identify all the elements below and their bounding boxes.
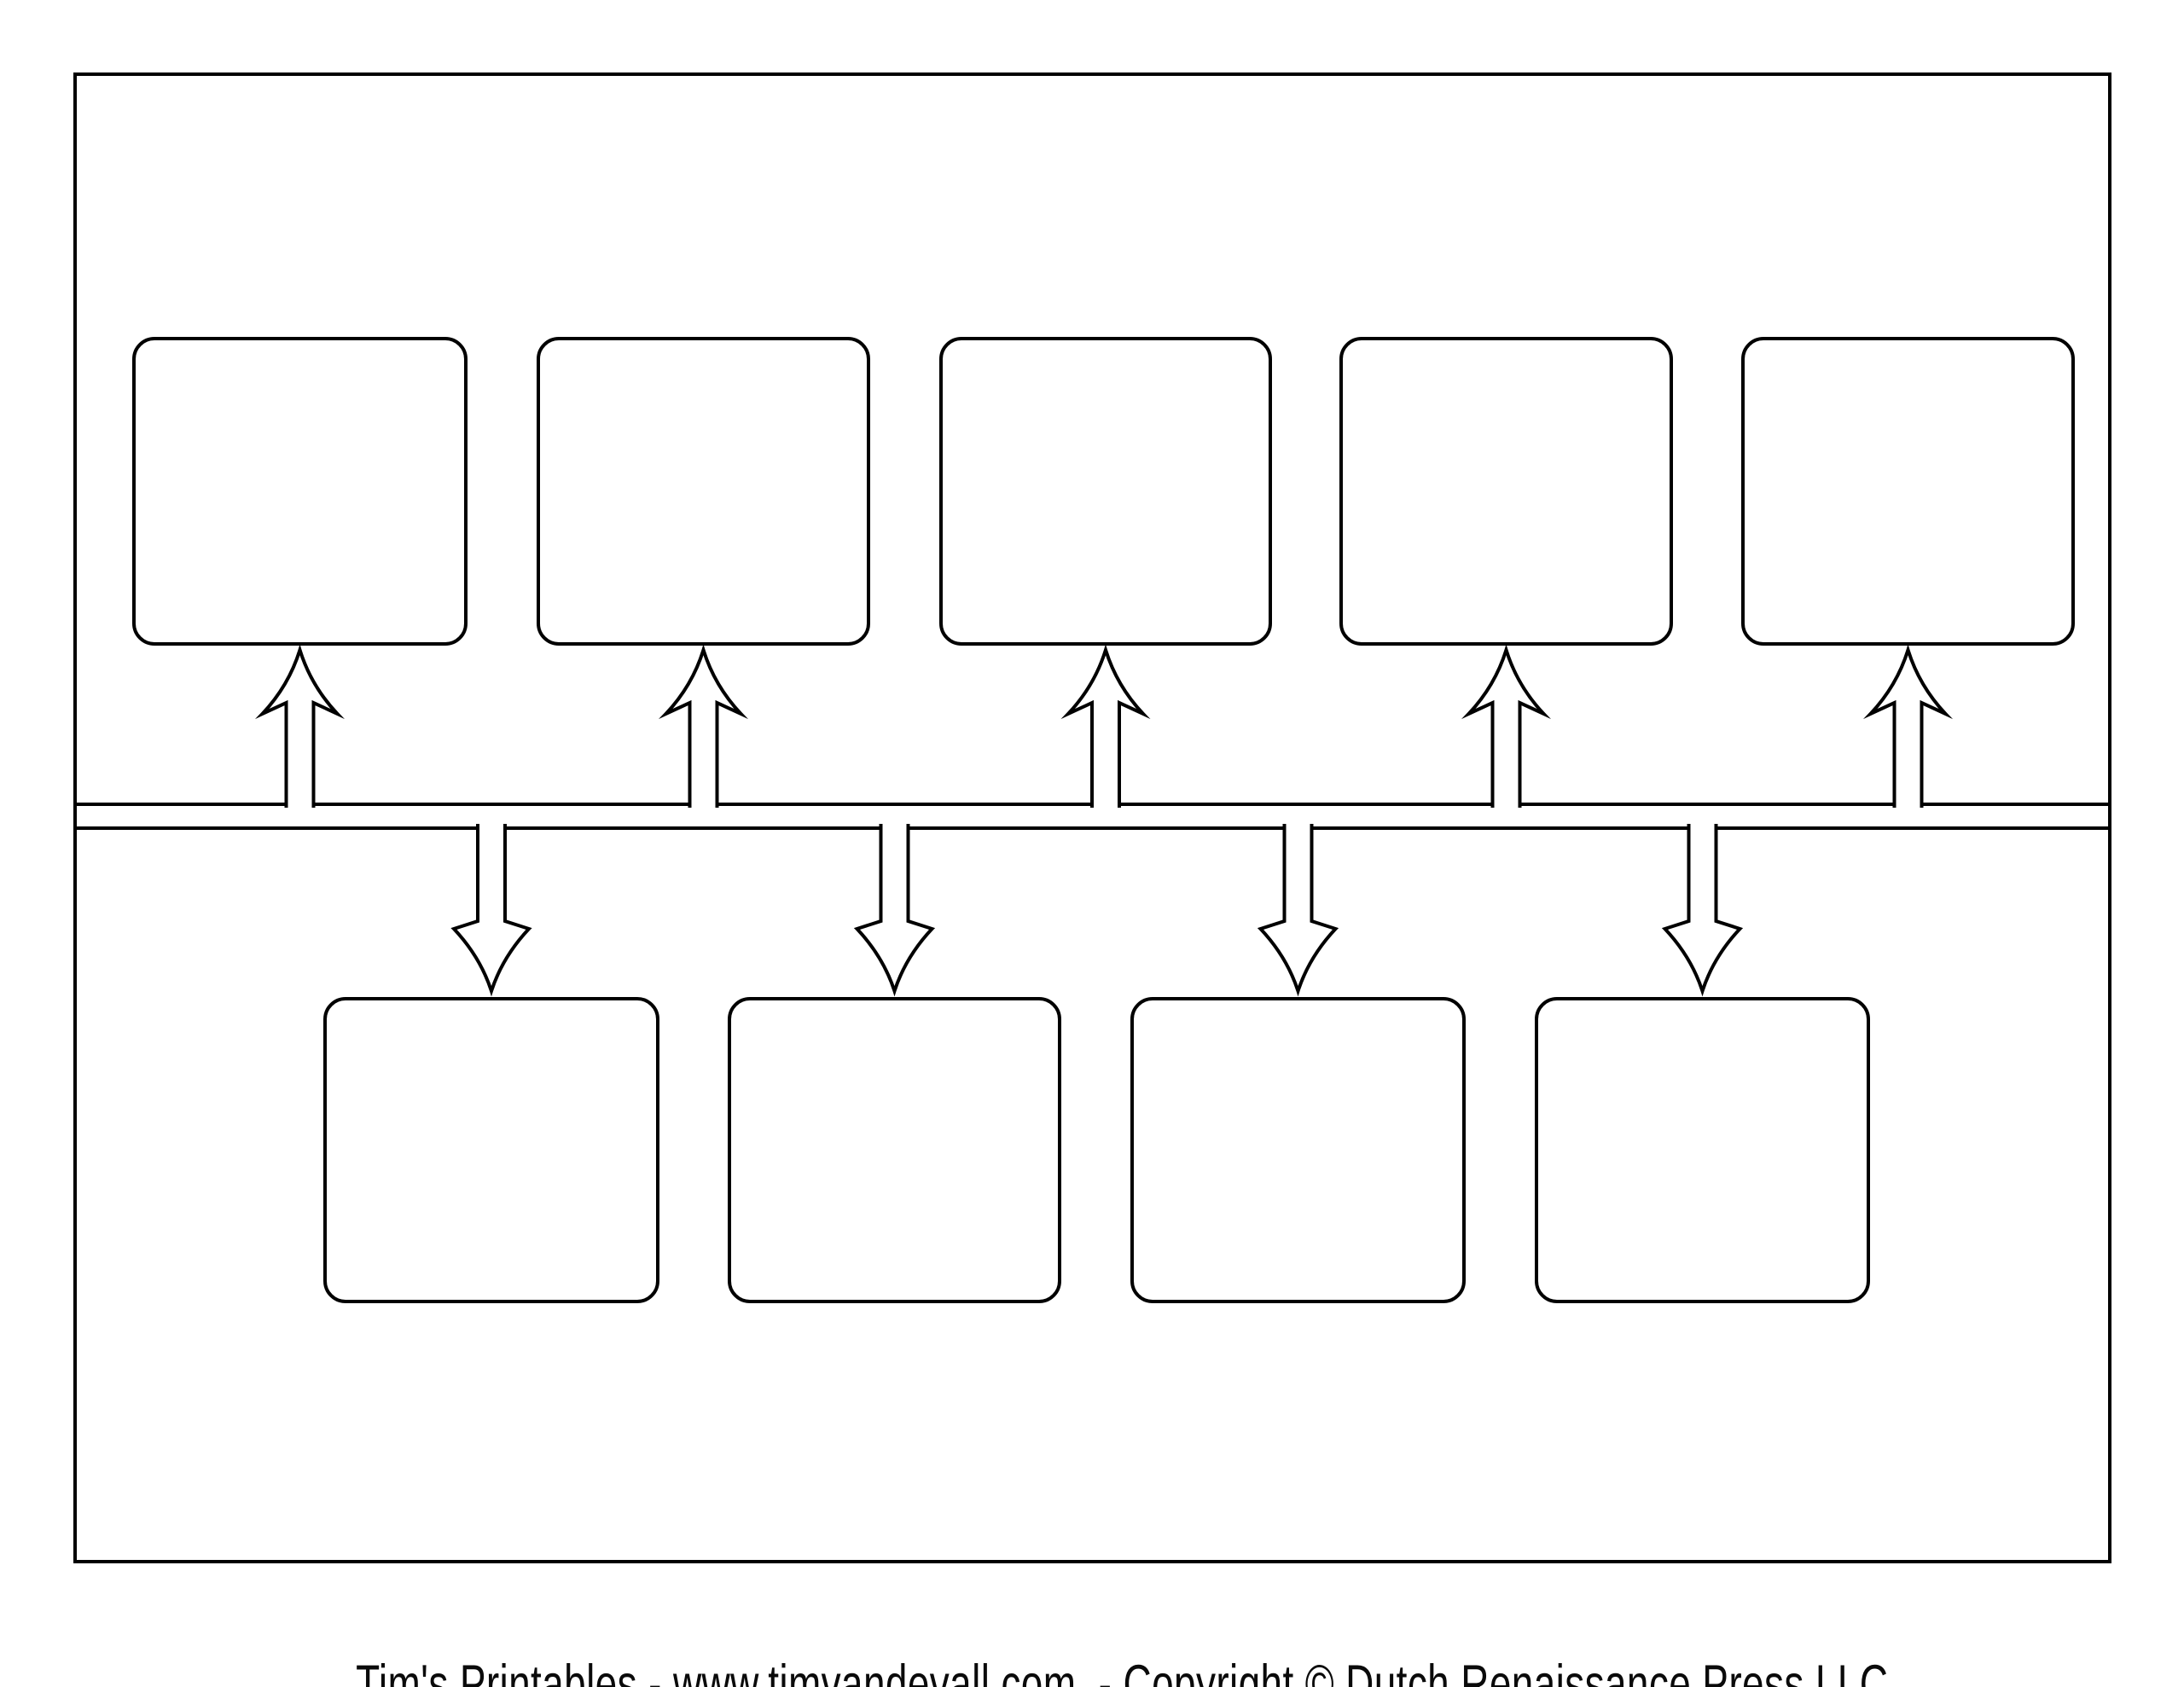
bottom-event-box-2	[728, 997, 1061, 1303]
outer-border	[73, 72, 2111, 1563]
down-arrow-3	[1257, 824, 1339, 997]
down-arrow-2	[853, 824, 936, 997]
down-arrow-1	[450, 824, 532, 997]
down-arrow-4	[1661, 824, 1744, 997]
up-arrow-5	[1862, 644, 1954, 808]
top-event-box-4	[1339, 337, 1673, 646]
top-event-box-5	[1741, 337, 2075, 646]
top-event-box-2	[537, 337, 870, 646]
footer-credit-text: Tim's Printables - www.timvandevall.com …	[355, 1655, 1889, 1687]
top-event-box-1	[132, 337, 468, 646]
up-arrow-1	[254, 644, 346, 808]
up-arrow-3	[1060, 644, 1151, 808]
top-event-box-3	[939, 337, 1272, 646]
up-arrow-4	[1461, 644, 1552, 808]
up-arrow-2	[658, 644, 749, 808]
bottom-event-box-1	[323, 997, 659, 1303]
bottom-event-box-3	[1130, 997, 1466, 1303]
bottom-event-box-4	[1535, 997, 1870, 1303]
footer-credit: Tim's Printables - www.timvandevall.com …	[0, 1600, 2184, 1687]
